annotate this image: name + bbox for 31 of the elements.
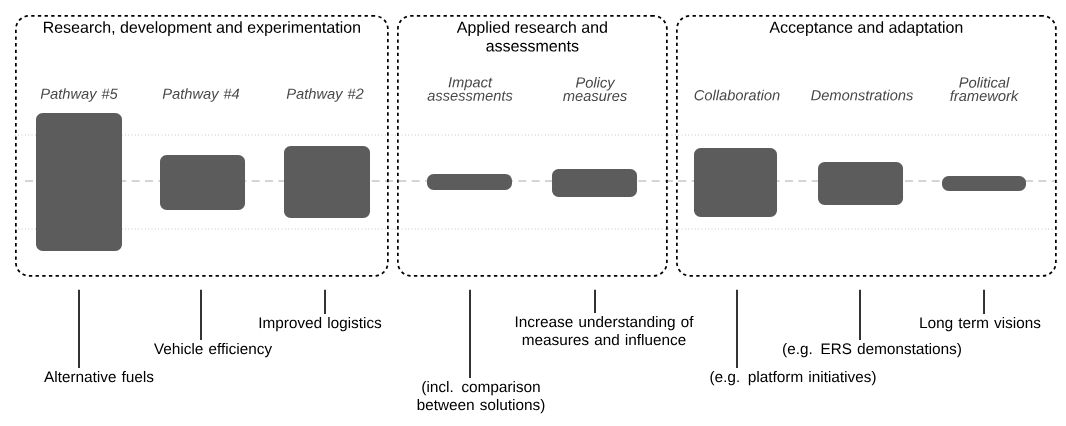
note-text: Alternative fuels (44, 370, 154, 383)
bar (552, 169, 637, 197)
column-heading: Policy measures (563, 76, 627, 102)
bar (818, 162, 903, 205)
bar (36, 113, 122, 251)
leader-line (736, 288, 738, 369)
note-text: Improved logistics (259, 316, 382, 332)
column-heading: Collaboration (694, 89, 780, 101)
leader-line (200, 288, 202, 341)
bar (160, 155, 245, 210)
bar (284, 146, 370, 218)
note-text: (e.g. platform initiatives) (710, 370, 876, 386)
column-heading: Demonstrations (811, 89, 914, 101)
column-heading: Pathway #4 (162, 88, 240, 102)
leader-line (469, 288, 471, 379)
leader-line (324, 288, 326, 315)
leader-line (594, 288, 596, 314)
note-text: Increase understanding of measures and influence (515, 315, 694, 346)
leader-line (859, 288, 861, 341)
column-heading: Impact assessments (427, 77, 513, 101)
column-heading: Political framework (950, 76, 1019, 102)
leader-line (983, 288, 985, 315)
note-text: Vehicle efficiency (153, 342, 273, 358)
note-text: (e.g. ERS demonstations) (783, 342, 961, 358)
note-text: (incl. comparison between solutions) (417, 380, 545, 414)
bar (942, 176, 1026, 191)
bar (427, 174, 512, 190)
column-heading: Pathway #2 (286, 88, 364, 102)
note-text: Long term visions (920, 316, 1041, 332)
bar (694, 148, 777, 217)
leader-line (78, 288, 80, 369)
